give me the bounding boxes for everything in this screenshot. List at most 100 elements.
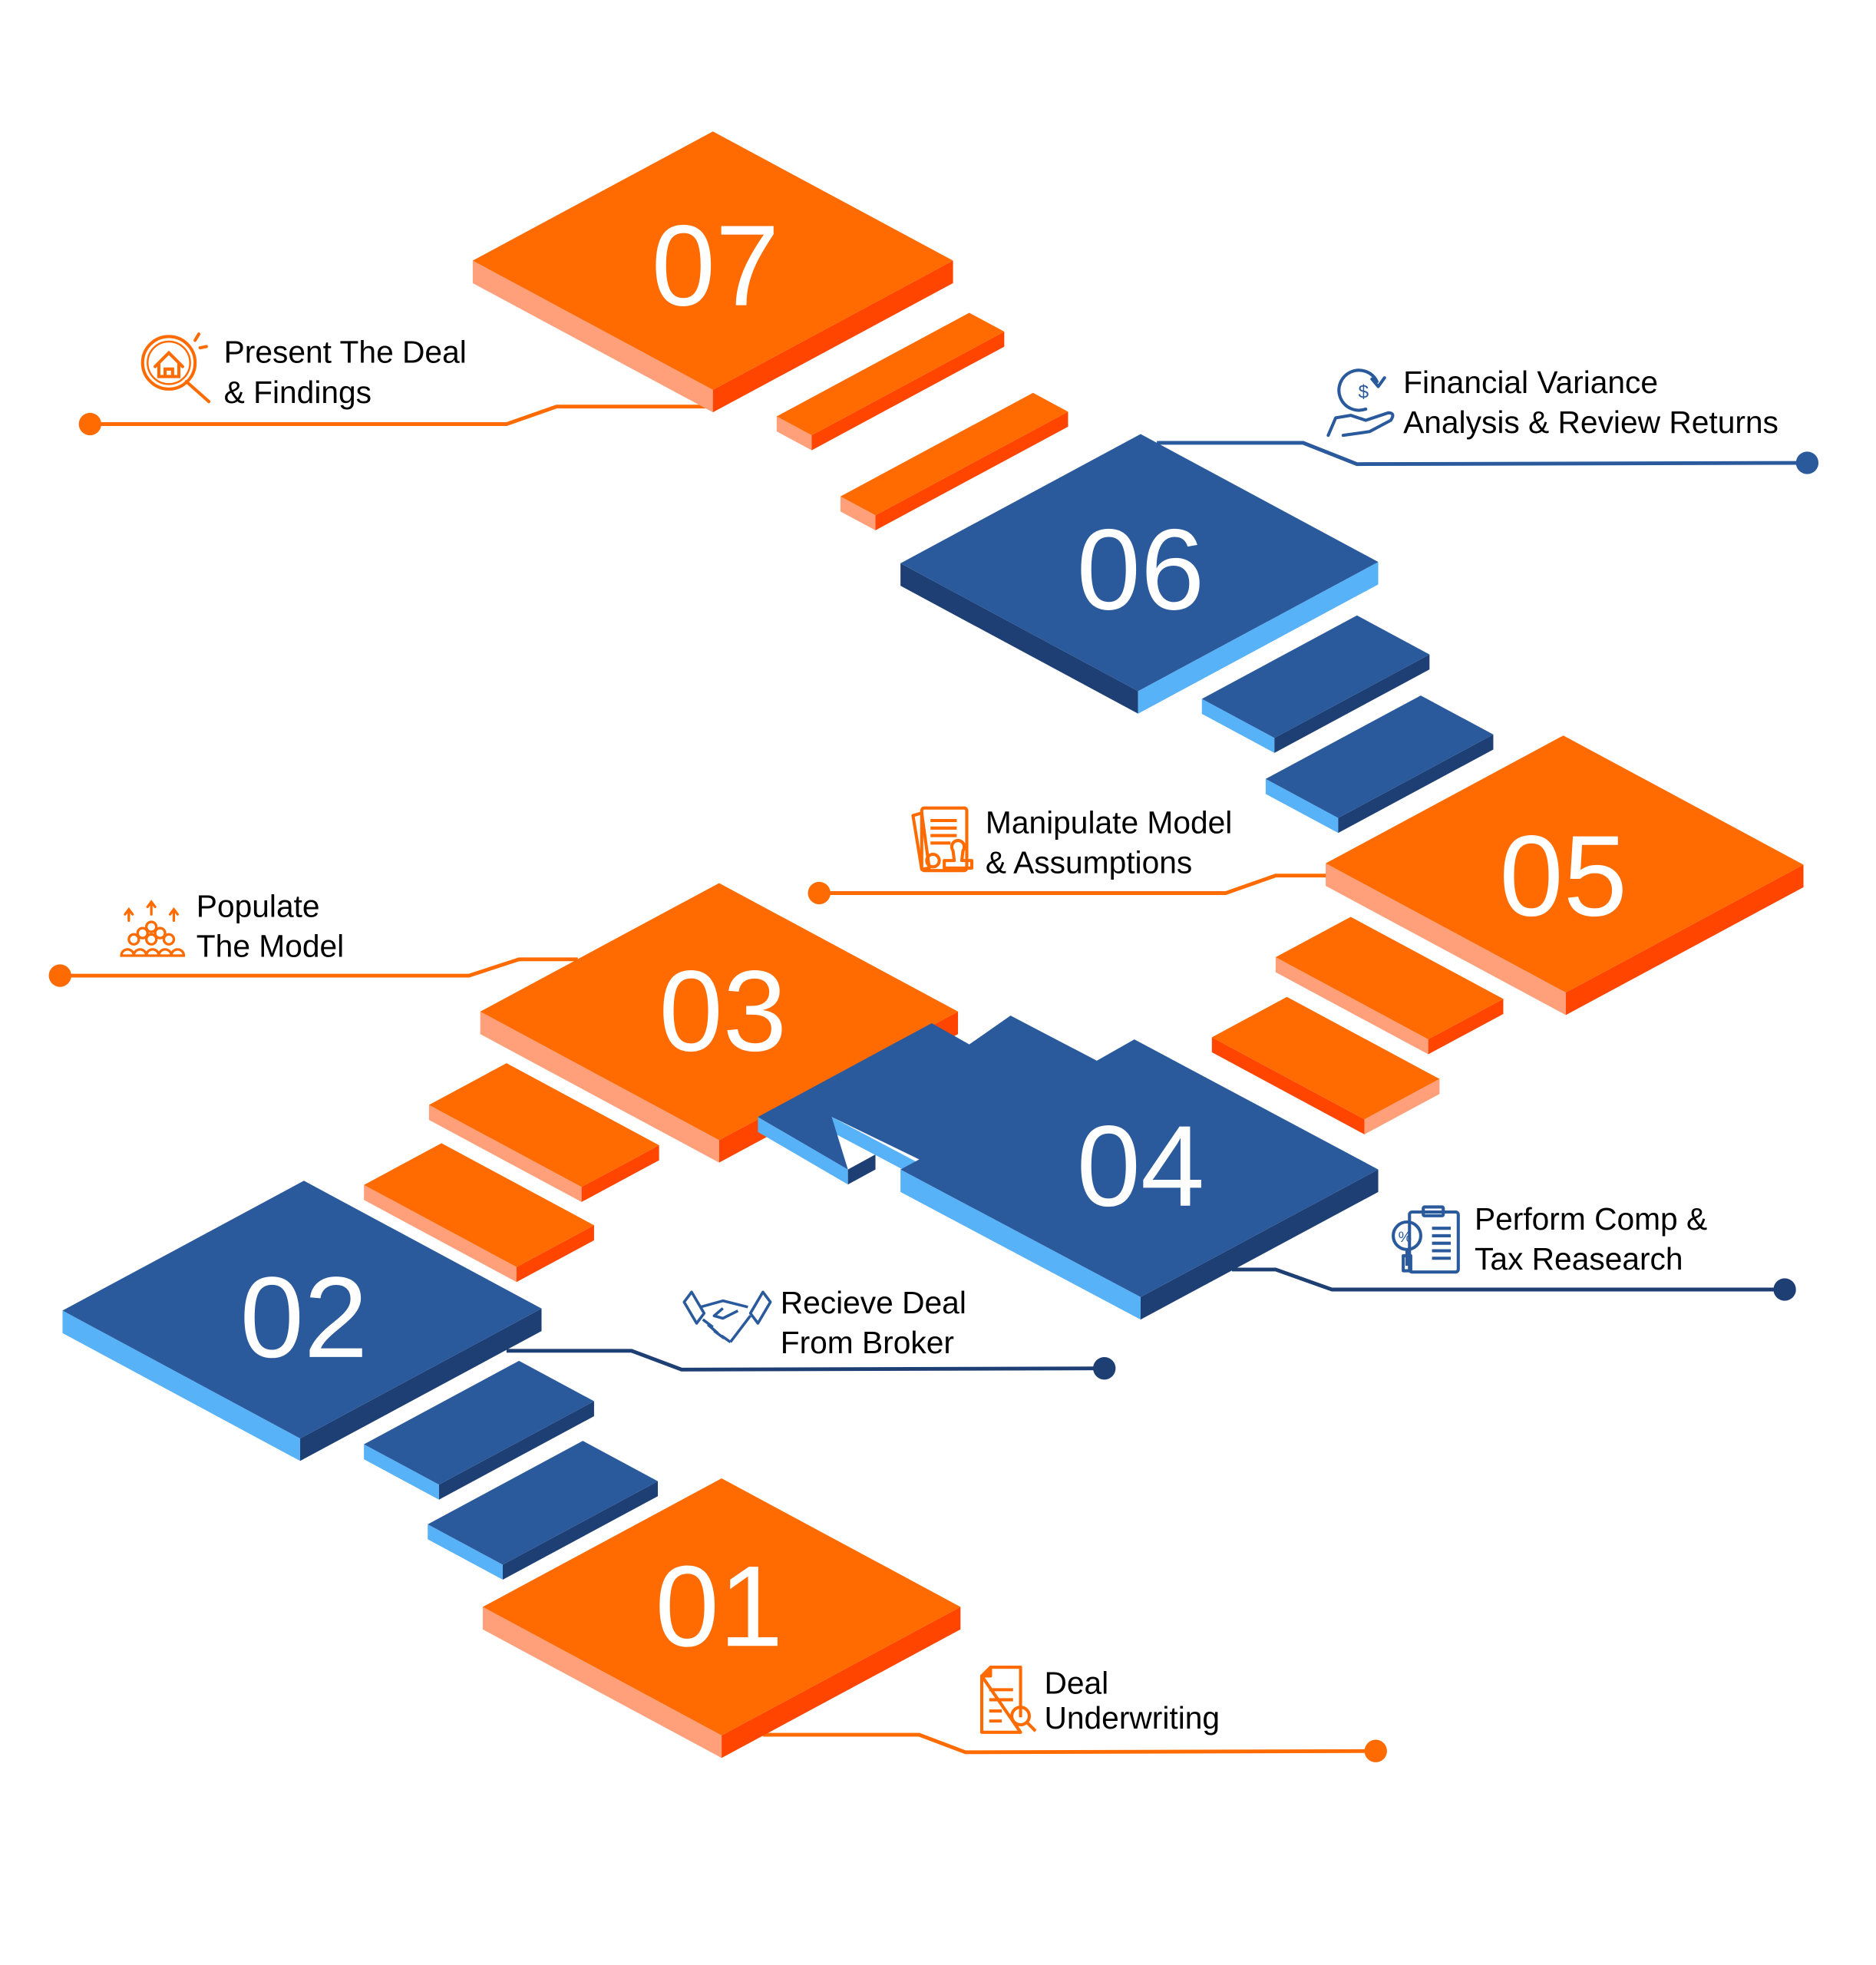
label-line-1: Recieve Deal	[781, 1285, 966, 1320]
block-06-left-side	[900, 563, 1138, 714]
step-label-02: Recieve Deal From Broker	[781, 1285, 966, 1360]
block-04-piece-right-side	[847, 1154, 876, 1185]
connector-07-06-a-right-side	[811, 332, 1005, 451]
block-07-top	[472, 131, 953, 390]
connector-05-04-a-left-side	[1275, 957, 1428, 1055]
step-number-07: 07	[652, 201, 780, 330]
connector-07-06-b-top	[840, 392, 1068, 516]
label-line-2: & Findings	[224, 375, 372, 410]
leader-02-dot	[1093, 1356, 1116, 1380]
document-stamp-icon	[911, 806, 974, 873]
svg-text:%: %	[1399, 1229, 1412, 1246]
step-number-01: 01	[656, 1541, 784, 1670]
leader-07-line	[90, 405, 713, 426]
block-04-left-side	[900, 1169, 1141, 1320]
block-07-left-side	[472, 260, 713, 413]
connector-07-06-b-right-side	[875, 411, 1068, 530]
connector-05-04-b-left-side	[1211, 1037, 1365, 1134]
connector-02-01-b-top	[428, 1441, 659, 1565]
leader-05-dot	[808, 881, 831, 905]
leader-06-line	[1157, 441, 1808, 467]
step-number-04: 04	[1077, 1101, 1205, 1230]
connector-03-02-a-left-side	[428, 1105, 582, 1202]
label-line-1: Populate	[197, 888, 320, 923]
block-03-left-side	[480, 1011, 719, 1163]
connector-03-02-b-left-side	[364, 1184, 517, 1283]
leader-07-dot	[78, 412, 101, 436]
connector-02-01-b-left-side	[428, 1524, 503, 1580]
connectors	[48, 405, 1819, 1762]
block-04-top	[758, 1016, 1379, 1297]
leader-01-line	[762, 1732, 1376, 1755]
leader-04-line	[1231, 1267, 1785, 1292]
step-number-03: 03	[659, 946, 787, 1075]
connector-06-05-a-left-side	[1201, 698, 1275, 753]
step-number-02: 02	[240, 1253, 368, 1382]
step-numbers: 07 06 05 03 04 02 01	[240, 201, 1627, 1671]
block-06-right-side	[1138, 562, 1379, 714]
connector-05-04-a-top	[1275, 916, 1504, 1039]
label-line-2: Analysis & Review Returns	[1403, 405, 1779, 440]
clipboard-percent-search-icon: %	[1392, 1205, 1460, 1274]
leader-03-line	[60, 957, 578, 978]
connector-05-04-b-right-side	[1364, 1078, 1440, 1134]
block-01-left-side	[482, 1607, 722, 1759]
block-06-top	[900, 434, 1379, 692]
connector-06-05-b-left-side	[1265, 778, 1339, 834]
step-label-05: Manipulate Model & Assumptions	[986, 804, 1232, 880]
connector-05-04-b-top	[1211, 996, 1440, 1120]
handshake-icon	[682, 1290, 772, 1343]
house-search-icon	[140, 332, 211, 404]
block-04-piece-left-side	[758, 1117, 848, 1185]
step-label-04: Perform Comp & Tax Reasearch	[1475, 1201, 1707, 1276]
connector-06-05-a-right-side	[1274, 654, 1430, 753]
label-line-1: Perform Comp &	[1475, 1201, 1707, 1237]
step-label-07: Present The Deal & Findings	[224, 335, 467, 410]
label-line-1: Manipulate Model	[986, 804, 1232, 840]
connector-02-01-a-right-side	[438, 1401, 594, 1500]
connector-06-05-b-top	[1265, 695, 1494, 818]
step-blocks	[62, 131, 1804, 1759]
label-line-2: Underwriting	[1044, 1700, 1220, 1735]
connector-07-06-a-left-side	[776, 416, 812, 451]
document-search-icon	[979, 1666, 1037, 1734]
leader-05-line	[819, 874, 1329, 895]
leader-03-dot	[48, 964, 71, 987]
leader-02-line	[506, 1349, 1105, 1372]
connector-06-05-b-right-side	[1338, 734, 1494, 834]
block-05-top	[1326, 735, 1804, 993]
step-number-06: 06	[1077, 505, 1205, 634]
connector-03-02-a-right-side	[581, 1145, 659, 1202]
leader-06-dot	[1795, 451, 1819, 474]
step-label-06: Financial Variance Analysis & Review Ret…	[1403, 365, 1779, 440]
connector-03-02-b-right-side	[516, 1225, 594, 1283]
connector-07-06-b-left-side	[840, 496, 876, 530]
block-02-top	[62, 1181, 542, 1438]
block-05-left-side	[1326, 863, 1566, 1016]
label-line-2: The Model	[197, 929, 344, 964]
connector-06-05-a-top	[1201, 615, 1430, 738]
crowd-growth-icon	[120, 900, 186, 957]
label-line-2: Tax Reasearch	[1475, 1241, 1683, 1276]
block-01-top	[482, 1478, 961, 1735]
label-line-2: & Assumptions	[986, 844, 1192, 880]
block-07-right-side	[712, 260, 953, 413]
connector-05-04-a-right-side	[1428, 999, 1504, 1055]
money-hand-icon: $	[1326, 368, 1395, 438]
connector-03-02-a-top	[428, 1063, 659, 1187]
step-number-05: 05	[1499, 811, 1627, 940]
label-line-1: Financial Variance	[1403, 365, 1658, 400]
step-label-03: Populate The Model	[197, 888, 344, 963]
leader-04-dot	[1773, 1278, 1796, 1301]
step-label-01: Deal Underwriting	[1044, 1665, 1220, 1735]
block-02-right-side	[300, 1308, 542, 1461]
block-04-right-side	[1140, 1169, 1379, 1320]
block-02-left-side	[62, 1310, 301, 1461]
block-01-right-side	[722, 1607, 961, 1759]
block-04-step-side	[831, 1117, 920, 1178]
block-05-right-side	[1565, 864, 1804, 1016]
connector-07-06-a-top	[776, 312, 1005, 436]
svg-text:$: $	[1358, 381, 1369, 402]
